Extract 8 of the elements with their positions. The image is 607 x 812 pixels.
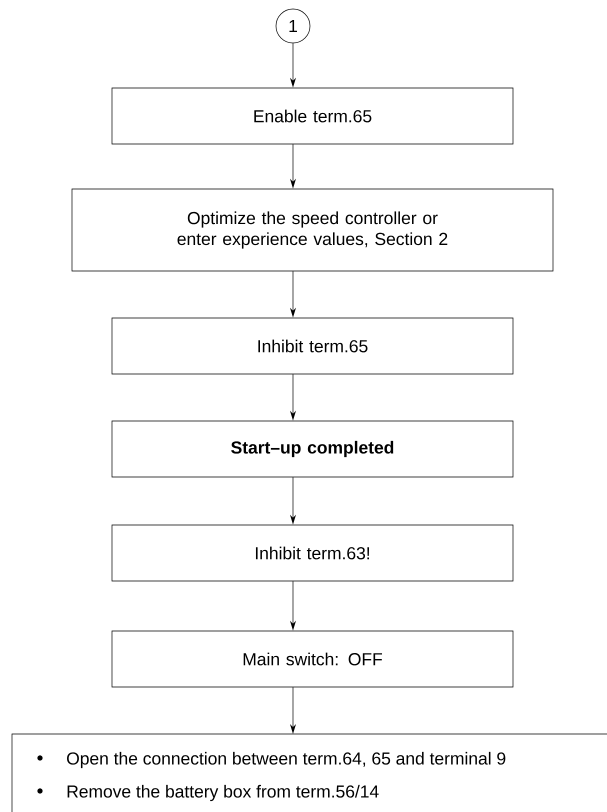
- bullet-item: Open the connection between term.64, 65 and terminal 9: [67, 752, 506, 768]
- process-box: Inhibit term.63!: [112, 524, 514, 582]
- process-box: Enable term.65: [112, 88, 514, 144]
- process-box: Main switch: OFF: [112, 630, 514, 688]
- process-box: Start–up completed: [112, 420, 514, 478]
- bullet-item: Remove the battery box from term.56/14: [68, 784, 379, 802]
- process-box: Optimize the speed controller or enter experience values, Section 2: [72, 188, 554, 272]
- process-box: Inhibit term.65: [112, 318, 514, 374]
